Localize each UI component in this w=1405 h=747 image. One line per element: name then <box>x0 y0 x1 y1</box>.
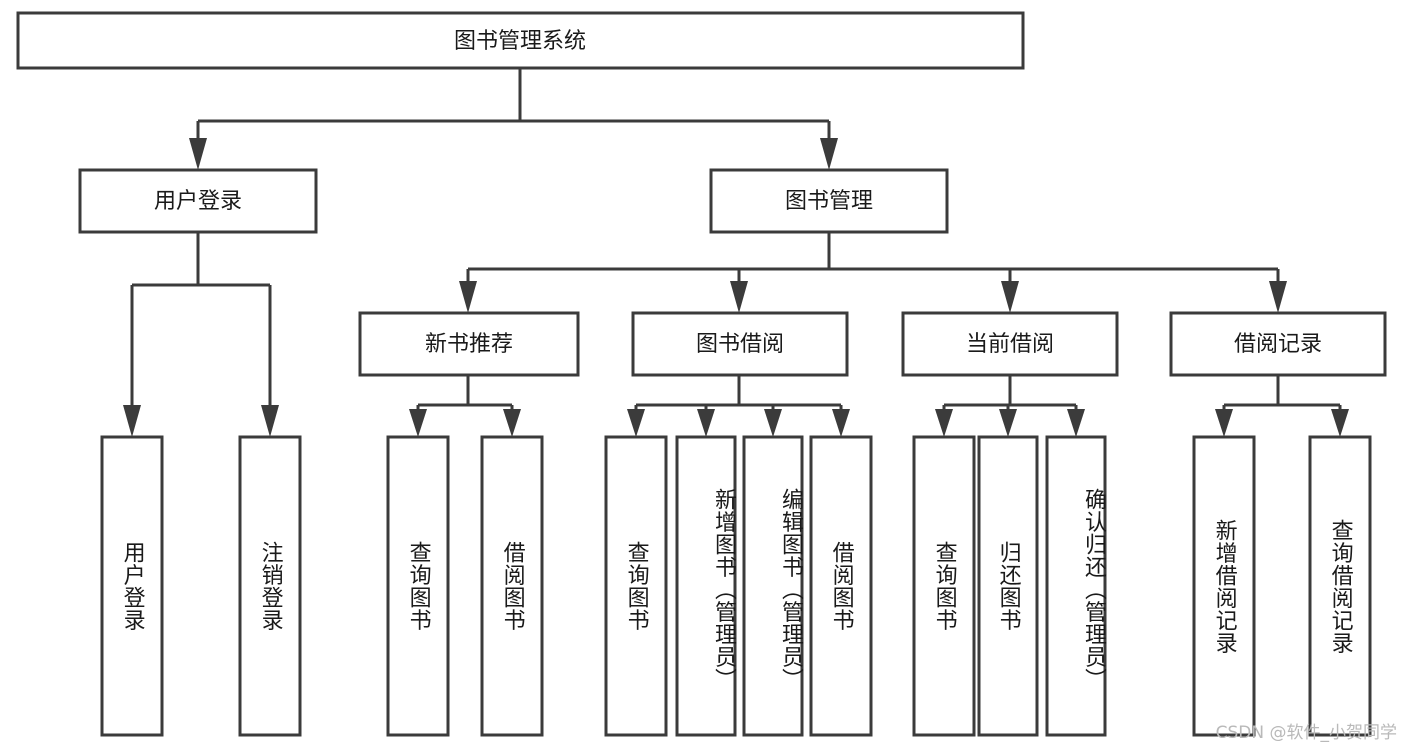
arrow-head-new-book <box>459 281 477 313</box>
node-current-borrow[interactable] <box>901 311 1119 377</box>
arrow-head-leaf-add-record <box>1215 409 1233 437</box>
arrow-head-leaf-add-book <box>697 409 715 437</box>
node-borrow-record[interactable] <box>1169 311 1387 377</box>
arrow-head-leaf-borrow-book-a <box>503 409 521 437</box>
node-book-manage-label: 图书管理 <box>785 189 873 214</box>
arrow-head-leaf-confirm-return <box>1067 409 1085 437</box>
leaf-query-book-a[interactable] <box>386 435 450 737</box>
node-user-login[interactable] <box>78 168 318 234</box>
arrow-head-book-manage <box>820 138 838 170</box>
arrow-head-borrow-record <box>1269 281 1287 313</box>
leaf-borrow-book-a[interactable] <box>480 435 544 737</box>
leaf-return-book[interactable] <box>977 435 1039 737</box>
arrow-head-leaf-query-book-c <box>935 409 953 437</box>
node-book-borrow[interactable] <box>631 311 849 377</box>
node-new-book-recommend[interactable] <box>358 311 580 377</box>
arrow-head-leaf-return-book <box>999 409 1017 437</box>
arrow-head-leaf-user-login <box>123 405 141 437</box>
leaf-user-login[interactable] <box>100 435 164 737</box>
leaf-borrow-book-b[interactable] <box>809 435 873 737</box>
node-root-label: 图书管理系统 <box>454 29 586 54</box>
arrow-head-leaf-edit-book <box>764 409 782 437</box>
node-book-manage[interactable] <box>709 168 949 234</box>
node-current-borrow-label: 当前借阅 <box>966 332 1054 357</box>
leaf-query-book-b[interactable] <box>604 435 668 737</box>
leaf-query-book-c[interactable] <box>912 435 976 737</box>
arrow-head-leaf-query-book-b <box>627 409 645 437</box>
leaf-add-book[interactable] <box>675 435 737 737</box>
arrow-head-user-login <box>189 138 207 170</box>
node-root[interactable] <box>16 11 1025 70</box>
leaf-confirm-return[interactable] <box>1045 435 1107 737</box>
node-new-book-recommend-label: 新书推荐 <box>425 332 513 357</box>
node-borrow-record-label: 借阅记录 <box>1234 332 1322 357</box>
node-user-login-label: 用户登录 <box>154 189 242 214</box>
arrow-head-current-borrow <box>1001 281 1019 313</box>
arrow-head-leaf-query-book-a <box>409 409 427 437</box>
arrow-head-leaf-query-record <box>1331 409 1349 437</box>
leaf-add-record[interactable] <box>1192 435 1256 737</box>
leaf-logout[interactable] <box>238 435 302 737</box>
leaf-query-record[interactable] <box>1308 435 1372 737</box>
connector-layer <box>123 68 1349 437</box>
arrow-head-book-borrow <box>730 281 748 313</box>
node-layer <box>16 11 1387 737</box>
leaf-edit-book[interactable] <box>742 435 804 737</box>
node-book-borrow-label: 图书借阅 <box>696 332 784 357</box>
horizontal-label-layer: 图书管理系统 用户登录 图书管理 新书推荐 图书借阅 当前借阅 借阅记录 <box>154 29 1322 357</box>
arrow-head-leaf-logout <box>261 405 279 437</box>
arrow-head-leaf-borrow-book-b <box>832 409 850 437</box>
